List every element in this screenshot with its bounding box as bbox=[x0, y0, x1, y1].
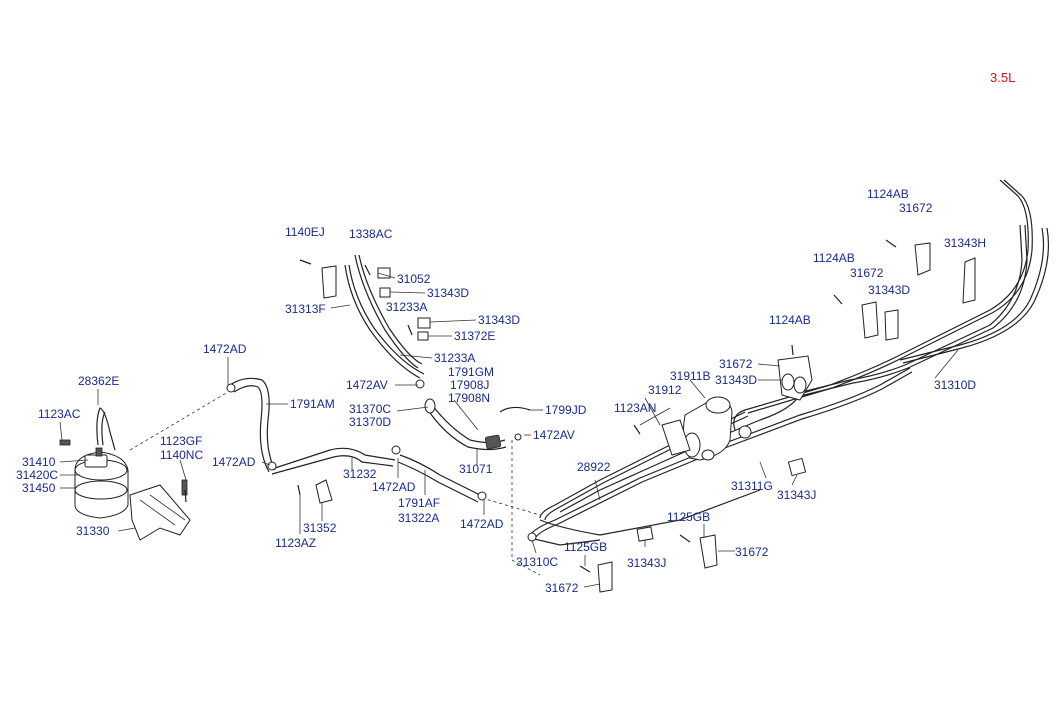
label-31672-e: 31672 bbox=[899, 201, 933, 215]
label-1125GB-a: 1125GB bbox=[564, 540, 607, 554]
label-1140EJ: 1140EJ bbox=[285, 225, 325, 239]
label-1472AD-d: 1472AD bbox=[460, 517, 504, 531]
label-1124AB-c: 1124AB bbox=[867, 187, 909, 201]
label-1123AN: 1123AN bbox=[614, 401, 656, 415]
label-1472AV-b: 1472AV bbox=[533, 428, 575, 442]
label-28362E: 28362E bbox=[78, 374, 119, 388]
label-1123GF: 1123GF bbox=[160, 434, 202, 448]
label-31672-b: 31672 bbox=[735, 545, 769, 559]
vent-lines bbox=[344, 254, 425, 379]
label-31233A-a: 31233A bbox=[386, 300, 427, 314]
label-31322A: 31322A bbox=[398, 511, 439, 525]
label-1472AV-a: 1472AV bbox=[346, 378, 388, 392]
fuel-filter bbox=[661, 396, 752, 461]
engine-label: 3.5L bbox=[990, 70, 1015, 85]
label-28922: 28922 bbox=[577, 460, 611, 474]
label-31311G: 31311G bbox=[731, 479, 773, 493]
label-1799JD: 1799JD bbox=[545, 403, 587, 417]
label-31672-d: 31672 bbox=[850, 266, 884, 280]
label-31232: 31232 bbox=[343, 467, 377, 481]
label-1472AD-c: 1472AD bbox=[372, 480, 416, 494]
label-31343H: 31343H bbox=[944, 236, 986, 250]
label-31672-c: 31672 bbox=[719, 357, 753, 371]
label-31370D: 31370D bbox=[349, 415, 391, 429]
label-31370C: 31370C bbox=[349, 402, 391, 416]
label-31352: 31352 bbox=[303, 521, 337, 535]
label-31071: 31071 bbox=[459, 462, 493, 476]
label-31313F: 31313F bbox=[285, 302, 326, 316]
clips bbox=[226, 242, 976, 593]
label-31233A-b: 31233A bbox=[434, 351, 475, 365]
part-labels: 3.5L 1140EJ 1338AC 31052 31343D 31313F 3… bbox=[16, 70, 1015, 595]
label-31372E: 31372E bbox=[454, 329, 495, 343]
label-1124AB-a: 1124AB bbox=[769, 313, 811, 327]
label-17908N: 17908N bbox=[448, 391, 490, 405]
label-1472AD-b: 1472AD bbox=[212, 455, 256, 469]
label-1338AC: 1338AC bbox=[349, 227, 393, 241]
label-31420C: 31420C bbox=[16, 468, 58, 482]
label-1472AD-a: 1472AD bbox=[203, 342, 247, 356]
label-1124AB-b: 1124AB bbox=[813, 251, 855, 265]
filler-hose bbox=[424, 398, 507, 451]
label-31310C: 31310C bbox=[516, 555, 558, 569]
label-31343D-c: 31343D bbox=[715, 373, 757, 387]
main-fuel-lines bbox=[529, 179, 1050, 546]
label-1791AF: 1791AF bbox=[398, 496, 440, 510]
label-31330: 31330 bbox=[76, 524, 110, 538]
label-31912: 31912 bbox=[648, 383, 682, 397]
rear-hoses bbox=[129, 377, 541, 576]
label-31911B: 31911B bbox=[670, 369, 710, 383]
label-31310D: 31310D bbox=[934, 378, 976, 392]
label-1140NC: 1140NC bbox=[160, 448, 203, 462]
label-31343D-a: 31343D bbox=[427, 286, 469, 300]
label-1123AC: 1123AC bbox=[38, 407, 81, 421]
label-31410: 31410 bbox=[22, 455, 56, 469]
label-31343J-b: 31343J bbox=[777, 488, 816, 502]
label-1791GM: 1791GM bbox=[448, 365, 494, 379]
label-31450: 31450 bbox=[22, 481, 56, 495]
label-31343J-a: 31343J bbox=[627, 556, 666, 570]
label-1125GB-b: 1125GB bbox=[667, 510, 710, 524]
label-17908J: 17908J bbox=[450, 378, 489, 392]
label-31343D-d: 31343D bbox=[868, 283, 910, 297]
leader-lines bbox=[59, 272, 959, 588]
bolts bbox=[184, 239, 897, 573]
label-31343D-b: 31343D bbox=[478, 313, 520, 327]
label-1791AM: 1791AM bbox=[290, 397, 335, 411]
label-31052: 31052 bbox=[397, 272, 431, 286]
canister-assembly bbox=[59, 407, 191, 541]
label-1123AZ: 1123AZ bbox=[275, 536, 316, 550]
label-31672-a: 31672 bbox=[545, 581, 579, 595]
